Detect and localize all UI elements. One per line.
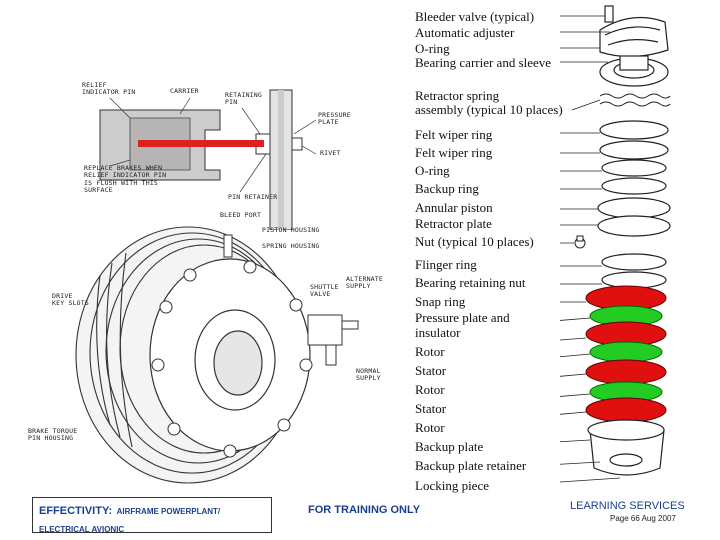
label-retractor-plate: Retractor plate	[415, 216, 492, 231]
bleed-port-body	[223, 234, 233, 258]
label-insulator: insulator	[415, 325, 461, 340]
label-flinger-ring: Flinger ring	[415, 257, 477, 272]
effectivity-label: EFFECTIVITY:	[39, 505, 113, 517]
piston-housing	[149, 258, 311, 452]
leader-lines	[560, 15, 621, 483]
label-pressure-plate: Pressure plate and	[415, 310, 510, 325]
effectivity-box: EFFECTIVITY: AIRFRAME POWERPLANT/ ELECTR…	[32, 497, 272, 534]
label-retaining-pin: RETAINING PIN	[225, 91, 263, 107]
pressure-plate-body	[269, 89, 293, 230]
label-backup-ring: Backup ring	[415, 181, 479, 196]
housing-bolts	[151, 260, 313, 458]
label-o-ring: O-ring	[415, 163, 450, 178]
label-felt-wiper-ring-1: Felt wiper ring	[415, 127, 493, 142]
label-locking-piece: Locking piece	[415, 478, 489, 493]
backup-plate-part	[587, 419, 665, 476]
effectivity-line-2: ELECTRICAL AVIONIC	[39, 525, 125, 534]
label-piston-housing: PISTON HOUSING	[262, 226, 320, 234]
training-notice: FOR TRAINING ONLY	[308, 504, 421, 516]
learning-services: LEARNING SERVICES	[570, 500, 685, 512]
label-nut: Nut (typical 10 places)	[415, 234, 534, 249]
label-spring-housing: SPRING HOUSING	[262, 242, 320, 250]
automatic-adjuster-part	[599, 55, 669, 87]
label-carrier: CARRIER	[170, 87, 199, 95]
label-normal-supply: NORMAL SUPPLY	[356, 367, 381, 383]
label-stator-1: Stator	[415, 363, 447, 378]
label-brake-torque-pin-housing: BRAKE TORQUE PIN HOUSING	[28, 427, 78, 443]
label-backup-plate-retainer: Backup plate retainer	[415, 458, 527, 473]
wear-indicator-detail	[99, 89, 317, 230]
label-annular-piston: Annular piston	[415, 200, 493, 215]
stator-1	[589, 341, 663, 363]
rotor-3	[585, 359, 667, 385]
ring-stack-parts	[597, 120, 671, 289]
bleeder-valve-part	[599, 5, 669, 58]
label-bleeder-valve: Bleeder valve (typical)	[415, 9, 535, 24]
label-rotor-1: Rotor	[415, 344, 445, 359]
label-pressure-plate-detail: PRESSURE PLATE	[318, 111, 351, 127]
label-automatic-adjuster: Automatic adjuster	[415, 25, 515, 40]
label-rivet: RIVET	[320, 149, 341, 157]
nut-part	[574, 235, 586, 249]
relief-indicator-pin-bar	[138, 140, 264, 147]
label-bearing-carrier: Bearing carrier and sleeve	[415, 55, 552, 70]
label-drive-key-slots: DRIVE KEY SLOTS	[52, 292, 90, 308]
shuttle-valve-body	[307, 314, 359, 366]
label-relief-indicator-pin: RELIEF INDICATOR PIN	[82, 81, 136, 97]
detail-leader-lines	[109, 97, 317, 193]
label-pin-retainer: PIN RETAINER	[228, 193, 278, 201]
label-rotor-2: Rotor	[415, 382, 445, 397]
label-bearing-retaining-nut: Bearing retaining nut	[415, 275, 526, 290]
brake-assembly-illustration	[75, 226, 359, 484]
label-felt-wiper-ring-2: Felt wiper ring	[415, 145, 493, 160]
label-o-ring-top: O-ring	[415, 41, 450, 56]
label-rotor-3: Rotor	[415, 420, 445, 435]
label-shuttle-valve: SHUTTLE VALVE	[310, 283, 339, 299]
label-backup-plate: Backup plate	[415, 439, 484, 454]
retractor-spring-part	[599, 93, 671, 107]
effectivity-line-1: AIRFRAME POWERPLANT/	[116, 507, 221, 516]
page-number: Page 66 Aug 2007	[610, 514, 676, 523]
label-bleed-port: BLEED PORT	[220, 211, 262, 219]
label-retractor-spring-assembly: assembly (typical 10 places)	[415, 102, 563, 117]
label-stator-2: Stator	[415, 401, 447, 416]
exploded-brake-stack	[560, 5, 671, 483]
label-retractor-spring: Retractor spring	[415, 88, 500, 103]
label-replace-note: REPLACE BRAKES WHEN RELIEF INDICATOR PIN…	[84, 164, 167, 195]
rotor-4	[585, 397, 667, 423]
label-snap-ring: Snap ring	[415, 294, 466, 309]
label-alternate-supply: ALTERNATE SUPPLY	[346, 275, 384, 291]
